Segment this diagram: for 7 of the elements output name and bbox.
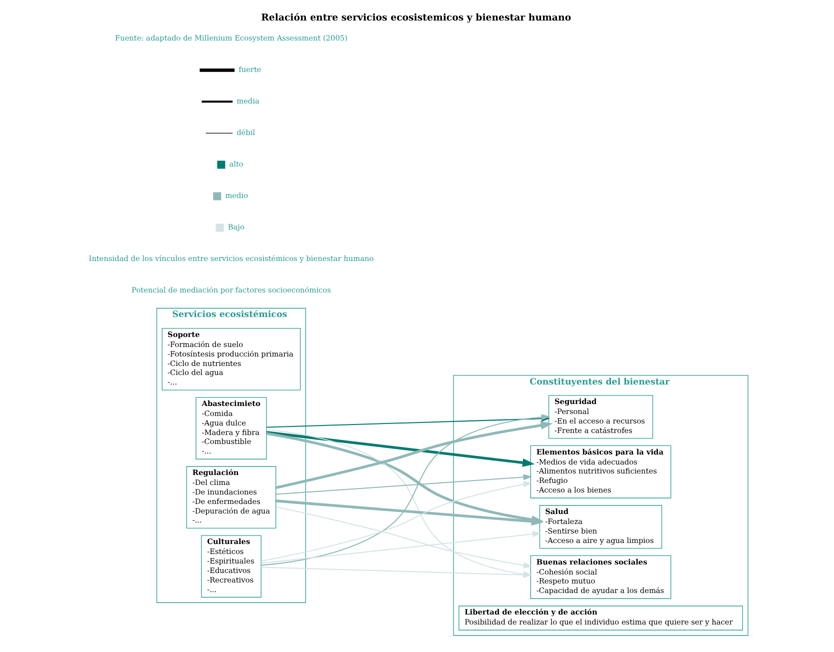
arrow (261, 531, 542, 564)
diagram-title: Relación entre servicios ecosistemicos y bienestar humano (261, 12, 572, 24)
arrow (266, 431, 535, 467)
arrow (276, 421, 553, 490)
arrow (276, 474, 532, 495)
arrow (261, 481, 532, 562)
arrow (276, 506, 532, 568)
